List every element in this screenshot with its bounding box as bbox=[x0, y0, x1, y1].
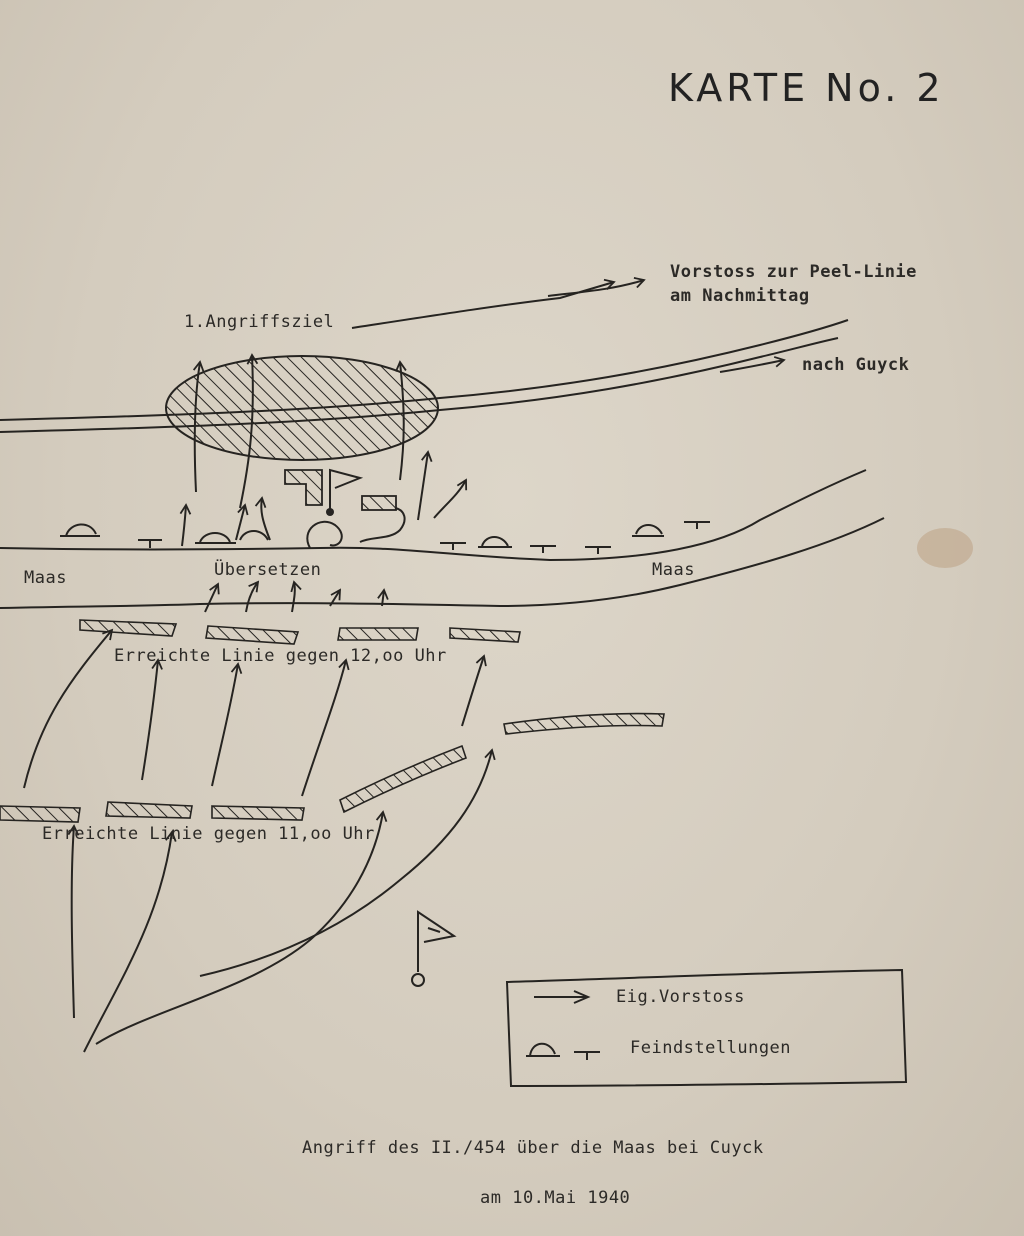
crossing-curls bbox=[306, 507, 406, 549]
objective-area bbox=[165, 355, 439, 516]
caption-line-1: Angriff des II./454 über die Maas bei Cu… bbox=[302, 1138, 764, 1158]
caption-line-2: am 10.Mai 1940 bbox=[480, 1188, 631, 1208]
reached-line-11-label: Erreichte Linie gegen 11,oo Uhr bbox=[42, 824, 375, 844]
legend-own-advance: Eig.Vorstoss bbox=[616, 987, 745, 1007]
nach-guyck-label: nach Guyck bbox=[802, 355, 910, 375]
reached-lines bbox=[0, 619, 665, 823]
vorstoss-label-2: am Nachmittag bbox=[670, 286, 810, 306]
vorstoss-label-1: Vorstoss zur Peel-Linie bbox=[670, 262, 917, 282]
command-post-flag bbox=[411, 910, 457, 987]
maas-label-right: Maas bbox=[652, 560, 695, 580]
enemy-positions bbox=[60, 521, 710, 554]
reached-line-12-label: Erreichte Linie gegen 12,oo Uhr bbox=[114, 646, 447, 666]
map-title: KARTE No. 2 bbox=[668, 66, 945, 110]
legend-enemy-positions: Feindstellungen bbox=[630, 1038, 792, 1058]
angriffsziel-label: 1.Angriffsziel bbox=[184, 312, 335, 332]
own-advance-arrows bbox=[23, 277, 786, 1053]
maas-label-left: Maas bbox=[24, 568, 67, 588]
uebersetzen-label: Übersetzen bbox=[214, 560, 322, 580]
river-maas bbox=[0, 469, 885, 609]
paper-stain bbox=[917, 528, 973, 568]
legend-box bbox=[505, 968, 908, 1088]
